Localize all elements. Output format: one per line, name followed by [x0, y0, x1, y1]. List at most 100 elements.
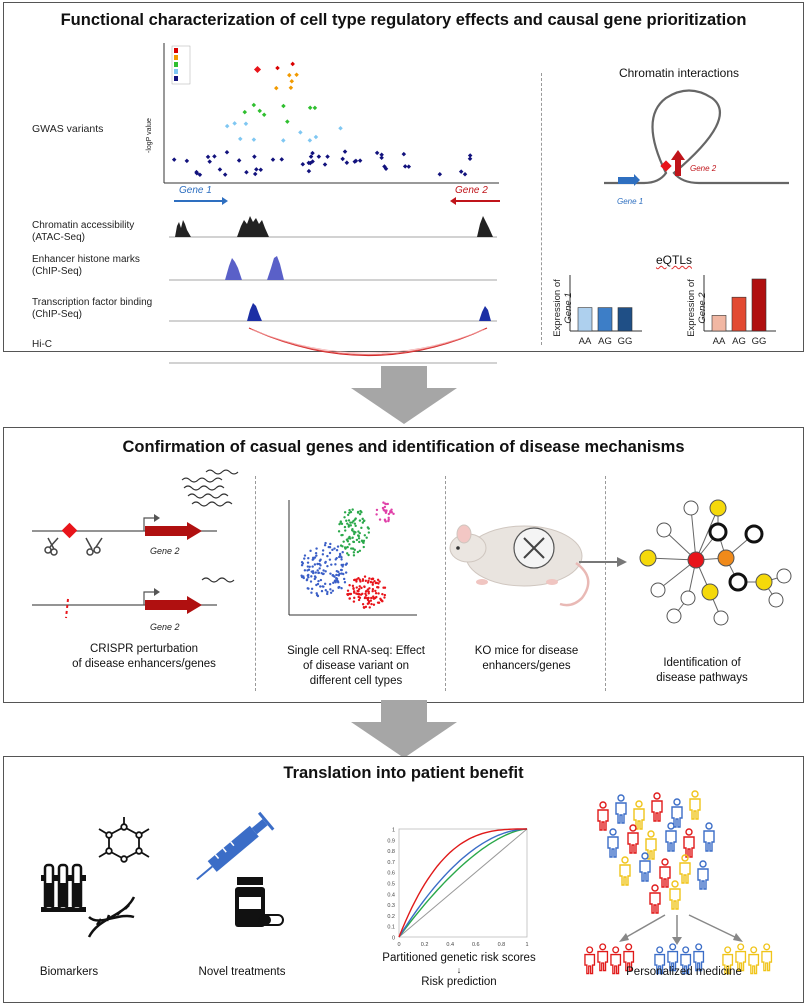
atac-peak-2 [237, 216, 269, 237]
molecule-icon [98, 817, 150, 863]
cell-point [352, 600, 356, 603]
cell-point [358, 531, 361, 535]
cell-point [351, 528, 354, 531]
cell-point [334, 563, 337, 566]
cell-point [362, 606, 366, 609]
person-icon [683, 828, 695, 858]
cell-point [315, 592, 318, 595]
cell-point [309, 580, 313, 583]
panel-confirmation: Confirmation of casual genes and identif… [3, 427, 804, 703]
cell-point [357, 530, 360, 533]
cell-point [365, 536, 368, 539]
cell-point [358, 519, 362, 522]
gwas-variant-point [261, 112, 267, 118]
cell-point [321, 549, 325, 552]
gwas-variant-point [197, 172, 203, 178]
cell-point [344, 529, 347, 532]
network-node [708, 522, 728, 542]
cell-point [360, 511, 363, 514]
cell-point [333, 547, 336, 550]
roc-curve-green [398, 828, 528, 938]
roc-diagonal [398, 828, 528, 938]
gene2-arrow-icon [450, 197, 456, 205]
eqtl2-bar-AG [731, 296, 747, 332]
gwas-variant-point [300, 161, 306, 167]
eqtl1-tick-AG: AG [598, 336, 612, 347]
cell-point [307, 587, 310, 590]
cell-point [351, 536, 354, 539]
cell-point [351, 521, 354, 524]
ko-mouse-icon [449, 524, 590, 607]
cell-point [371, 590, 374, 593]
cell-point [349, 537, 352, 540]
cell-point [368, 577, 371, 580]
cell-point [367, 579, 370, 583]
cell-point [352, 554, 356, 557]
gwas-variant-point [232, 121, 237, 126]
network-node [717, 549, 735, 567]
cell-point [376, 601, 380, 604]
cell-point [362, 545, 365, 549]
cell-point [386, 502, 390, 506]
cell-point [341, 551, 344, 554]
gwas-variant-point [194, 170, 200, 176]
cell-point [337, 574, 340, 577]
cell-point [343, 546, 347, 549]
cell-point [374, 581, 378, 585]
cell-point [334, 579, 337, 582]
gwas-variant-point [374, 150, 380, 156]
network-node [680, 590, 696, 606]
cell-point [360, 526, 363, 530]
chromatin-title: Chromatin interactions [618, 66, 740, 80]
network-node [709, 499, 727, 517]
loop-gene2-arrow-icon [671, 150, 685, 160]
cell-point [339, 568, 343, 572]
loop-gene1-arrow-icon [634, 174, 640, 186]
network-node [639, 549, 657, 567]
test-tubes-icon [41, 863, 86, 912]
gwas-variant-point [242, 109, 248, 115]
eqtl1-bar-AA [577, 307, 593, 332]
cell-point [313, 556, 317, 559]
group-person-icon [610, 946, 622, 975]
cell-point [316, 562, 319, 566]
person-icon [607, 828, 619, 858]
network-node [666, 608, 682, 624]
cell-point [341, 563, 345, 566]
cell-point [321, 585, 324, 588]
network-node [683, 500, 699, 516]
risk-caption: Partitioned genetic risk scores ↓ Risk p… [382, 952, 536, 988]
cell-point [335, 577, 339, 581]
cell-point [374, 592, 378, 595]
y-axis-label: -logP value [146, 118, 153, 153]
cell-point [319, 558, 322, 561]
cell-point [350, 547, 353, 550]
person-icon [597, 801, 609, 831]
gwas-variant-point [298, 130, 303, 135]
roc-ytick: 0.6 [387, 871, 395, 877]
panel3-title: Translation into patient benefit [283, 764, 524, 782]
person-icon [639, 852, 651, 882]
group-person-icon [748, 946, 760, 975]
cell-point [303, 569, 307, 572]
cell-point [390, 508, 393, 511]
gwas-variant-point [406, 164, 412, 169]
cell-point [356, 550, 360, 554]
tf-peak-1 [247, 303, 262, 321]
cell-point [320, 571, 323, 575]
cell-point [335, 569, 339, 573]
gwas-variant-point [252, 171, 258, 177]
loop-gene1-label: Gene 1 [617, 197, 644, 206]
gwas-variant-point [254, 167, 259, 172]
cell-point [365, 596, 369, 600]
panel1-title: Functional characterization of cell type… [60, 11, 747, 29]
cell-point [378, 518, 382, 521]
person-icon [659, 858, 671, 888]
cell-point [353, 596, 356, 600]
cell-point [367, 590, 370, 593]
cell-point [368, 606, 371, 609]
cell-point [369, 580, 373, 584]
cell-point [358, 512, 362, 516]
cell-point [367, 602, 370, 605]
network-node [755, 573, 773, 591]
